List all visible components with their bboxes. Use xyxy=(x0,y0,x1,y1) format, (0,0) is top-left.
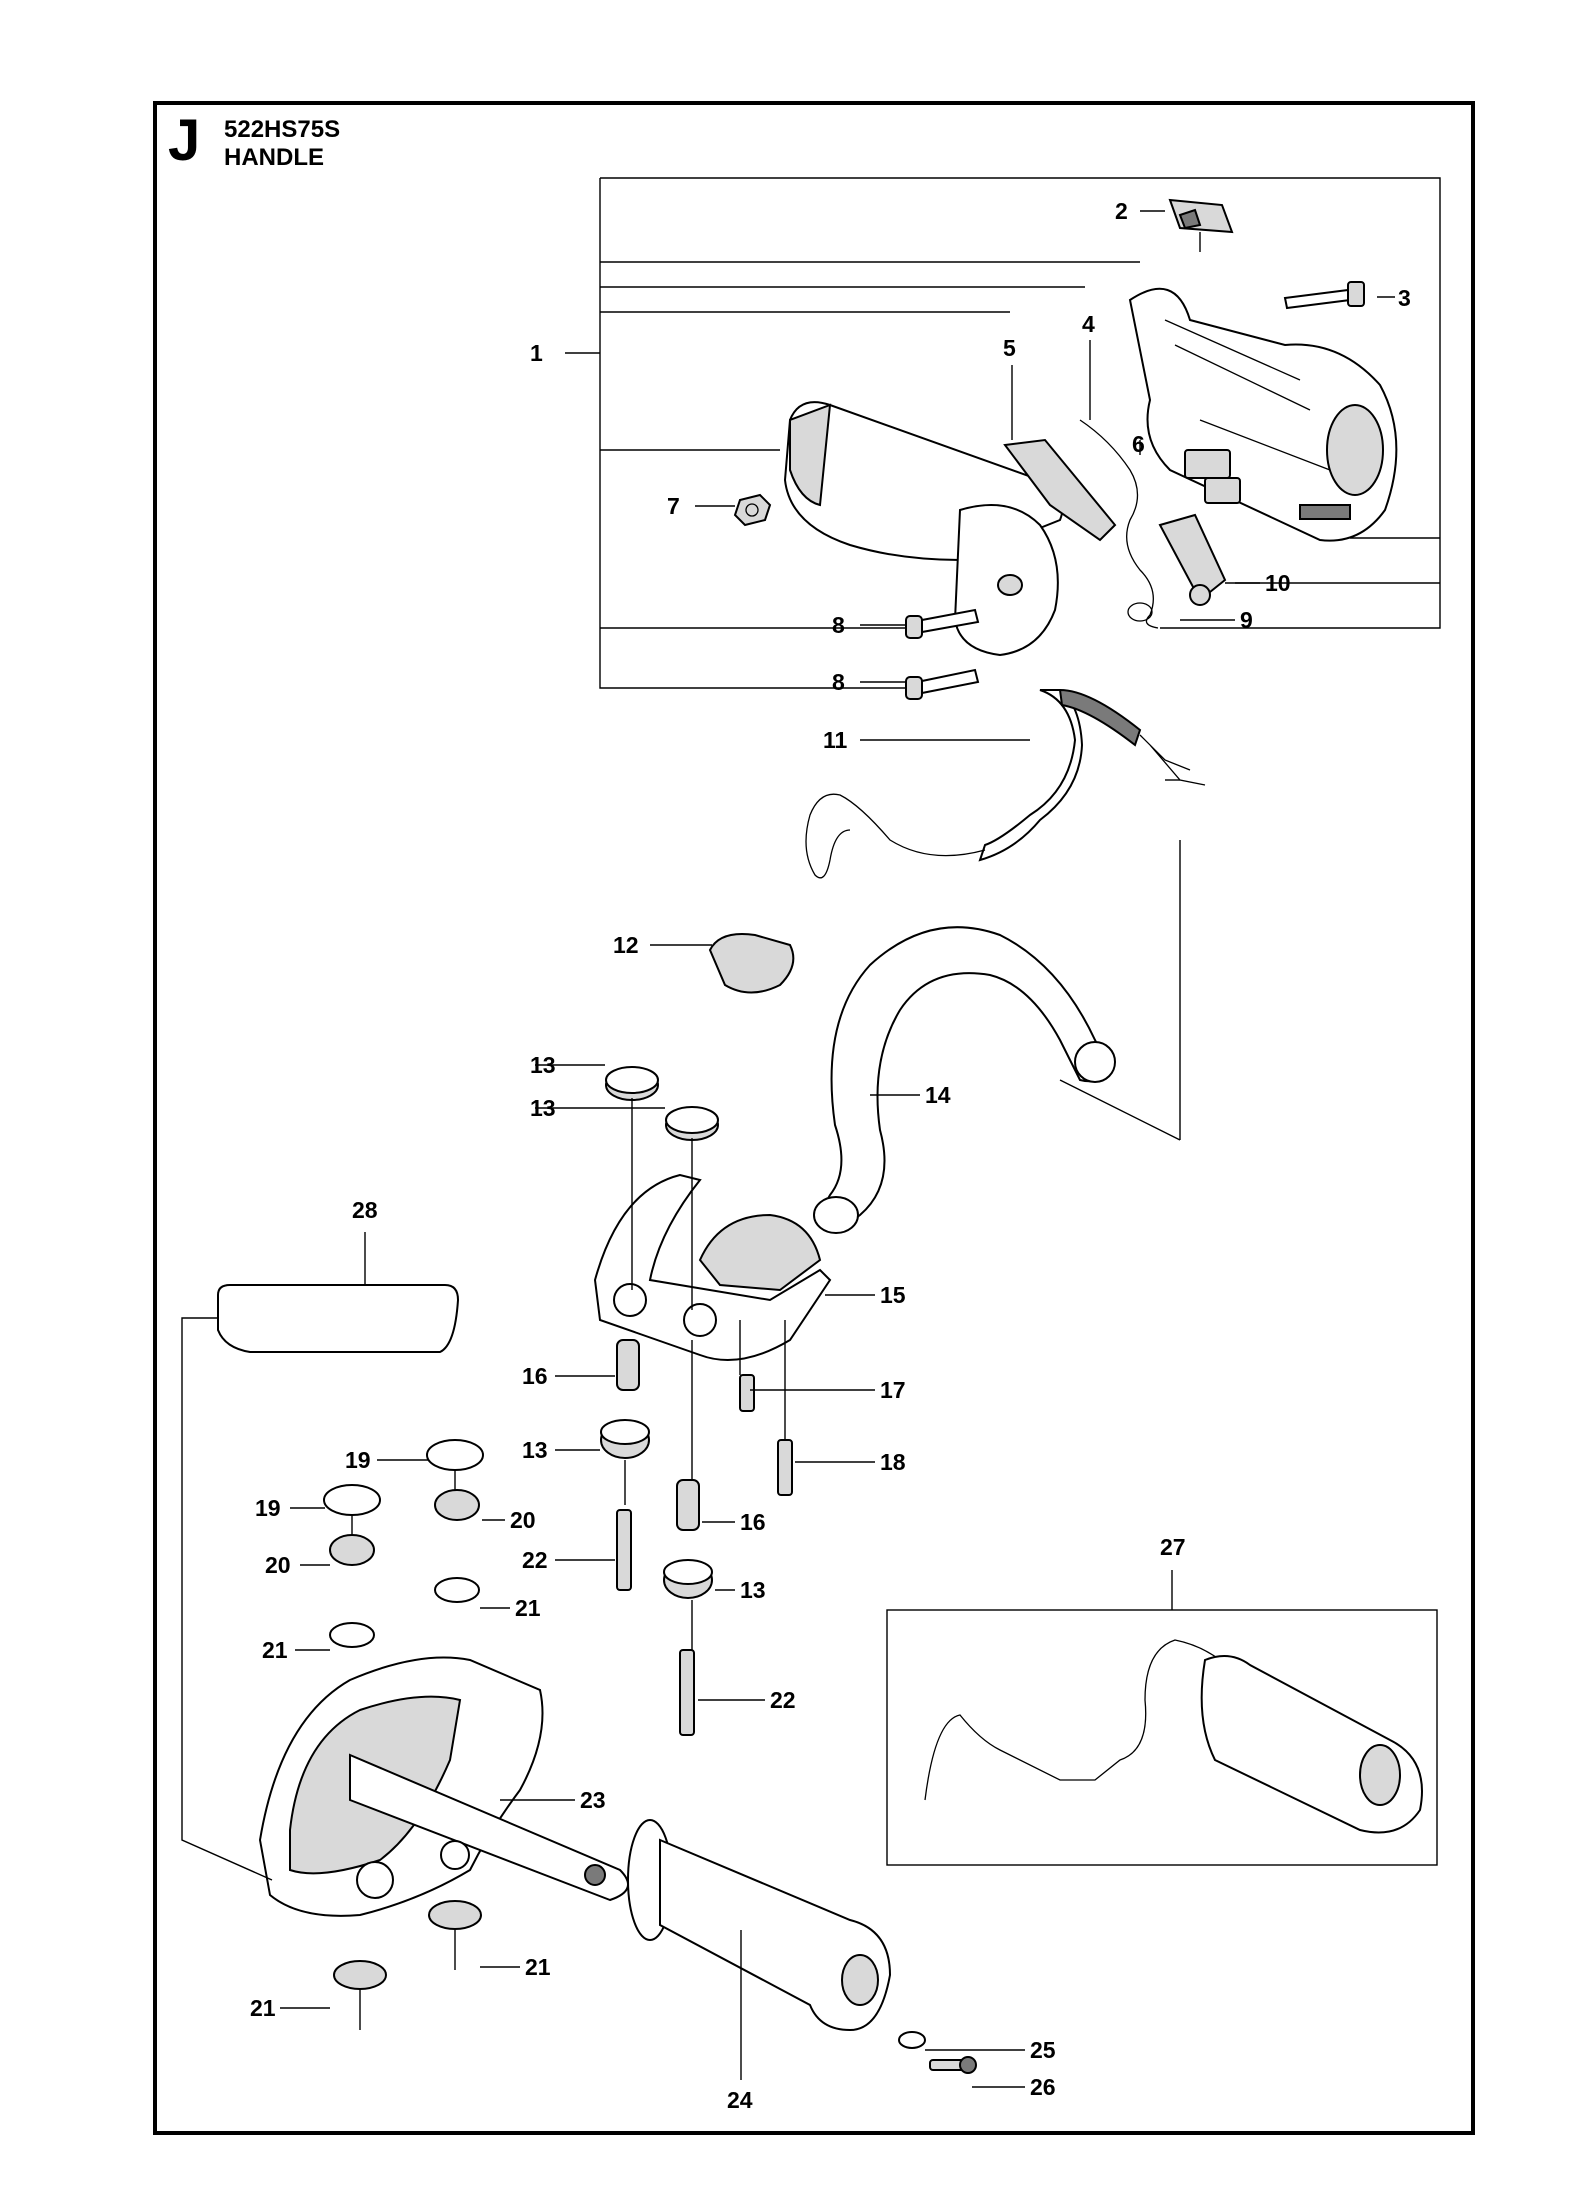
callout-19b: 19 xyxy=(255,1495,281,1521)
wire-harness xyxy=(805,688,1206,879)
nut-7 xyxy=(733,493,772,527)
diagram-frame xyxy=(153,101,1475,2135)
callout-21a: 21 xyxy=(515,1595,541,1621)
diagram-title: HANDLE xyxy=(224,144,324,171)
callout-21b: 21 xyxy=(262,1637,288,1663)
stop-switch xyxy=(1168,198,1234,252)
callout-25: 25 xyxy=(1030,2037,1056,2063)
callout-15: 15 xyxy=(880,1282,906,1308)
screws-8 xyxy=(905,608,980,700)
throttle-wire-spring xyxy=(1079,419,1159,629)
rear-handle-assembly-box xyxy=(565,177,1441,689)
model-number: 522HS75S xyxy=(224,116,341,143)
screw-3 xyxy=(1283,281,1365,310)
callout-21c: 21 xyxy=(525,1954,551,1980)
callout-numbers: 1 2 3 4 5 6 7 8 8 9 10 11 12 13 13 13 13… xyxy=(250,198,1411,2113)
callout-28: 28 xyxy=(352,1197,378,1223)
leader-lines xyxy=(280,210,1395,2088)
callout-5: 5 xyxy=(1003,335,1016,361)
callout-4: 4 xyxy=(1082,311,1095,337)
callout-24: 24 xyxy=(727,2087,753,2113)
callout-19a: 19 xyxy=(345,1447,371,1473)
rubber-mounts-top xyxy=(605,1066,719,1310)
callout-13b: 13 xyxy=(530,1095,556,1121)
callout-20b: 20 xyxy=(265,1552,291,1578)
throttle-trigger xyxy=(1003,438,1117,542)
spring-9 xyxy=(1127,602,1153,622)
callout-13a: 13 xyxy=(530,1052,556,1078)
side-handle xyxy=(627,1819,977,2074)
callout-6: 6 xyxy=(1132,431,1145,457)
callout-18: 18 xyxy=(880,1449,906,1475)
callout-9: 9 xyxy=(1240,607,1253,633)
handle-half-left xyxy=(783,401,1064,657)
callout-13d: 13 xyxy=(740,1577,766,1603)
handle-guard xyxy=(258,1656,629,1917)
callout-2: 2 xyxy=(1115,198,1128,224)
hand-pad xyxy=(181,1232,460,1881)
callout-16a: 16 xyxy=(522,1363,548,1389)
callout-21d: 21 xyxy=(250,1995,276,2021)
callout-8a: 8 xyxy=(832,612,845,638)
callout-12: 12 xyxy=(613,932,639,958)
callout-7: 7 xyxy=(667,493,680,519)
callout-8b: 8 xyxy=(832,669,845,695)
callout-3: 3 xyxy=(1398,285,1411,311)
callout-26: 26 xyxy=(1030,2074,1056,2100)
lock-parts xyxy=(1158,449,1241,606)
dampers xyxy=(323,1439,484,2030)
callout-17: 17 xyxy=(880,1377,906,1403)
handle-half-right xyxy=(1128,287,1398,542)
section-letter: J xyxy=(168,108,201,173)
callout-1: 1 xyxy=(530,340,543,366)
spacers-and-bolts xyxy=(600,1320,793,1736)
callout-20a: 20 xyxy=(510,1507,536,1533)
callout-13c: 13 xyxy=(522,1437,548,1463)
callout-22a: 22 xyxy=(522,1547,548,1573)
callout-23: 23 xyxy=(580,1787,606,1813)
handle-kit-box xyxy=(886,1570,1438,1866)
handle-bracket xyxy=(593,1173,832,1361)
callout-22b: 22 xyxy=(770,1687,796,1713)
front-handle-bar xyxy=(708,926,1116,1234)
callout-27: 27 xyxy=(1160,1534,1186,1560)
callout-14: 14 xyxy=(925,1082,951,1108)
callout-16b: 16 xyxy=(740,1509,766,1535)
callout-10: 10 xyxy=(1265,570,1291,596)
callout-11: 11 xyxy=(823,727,848,753)
